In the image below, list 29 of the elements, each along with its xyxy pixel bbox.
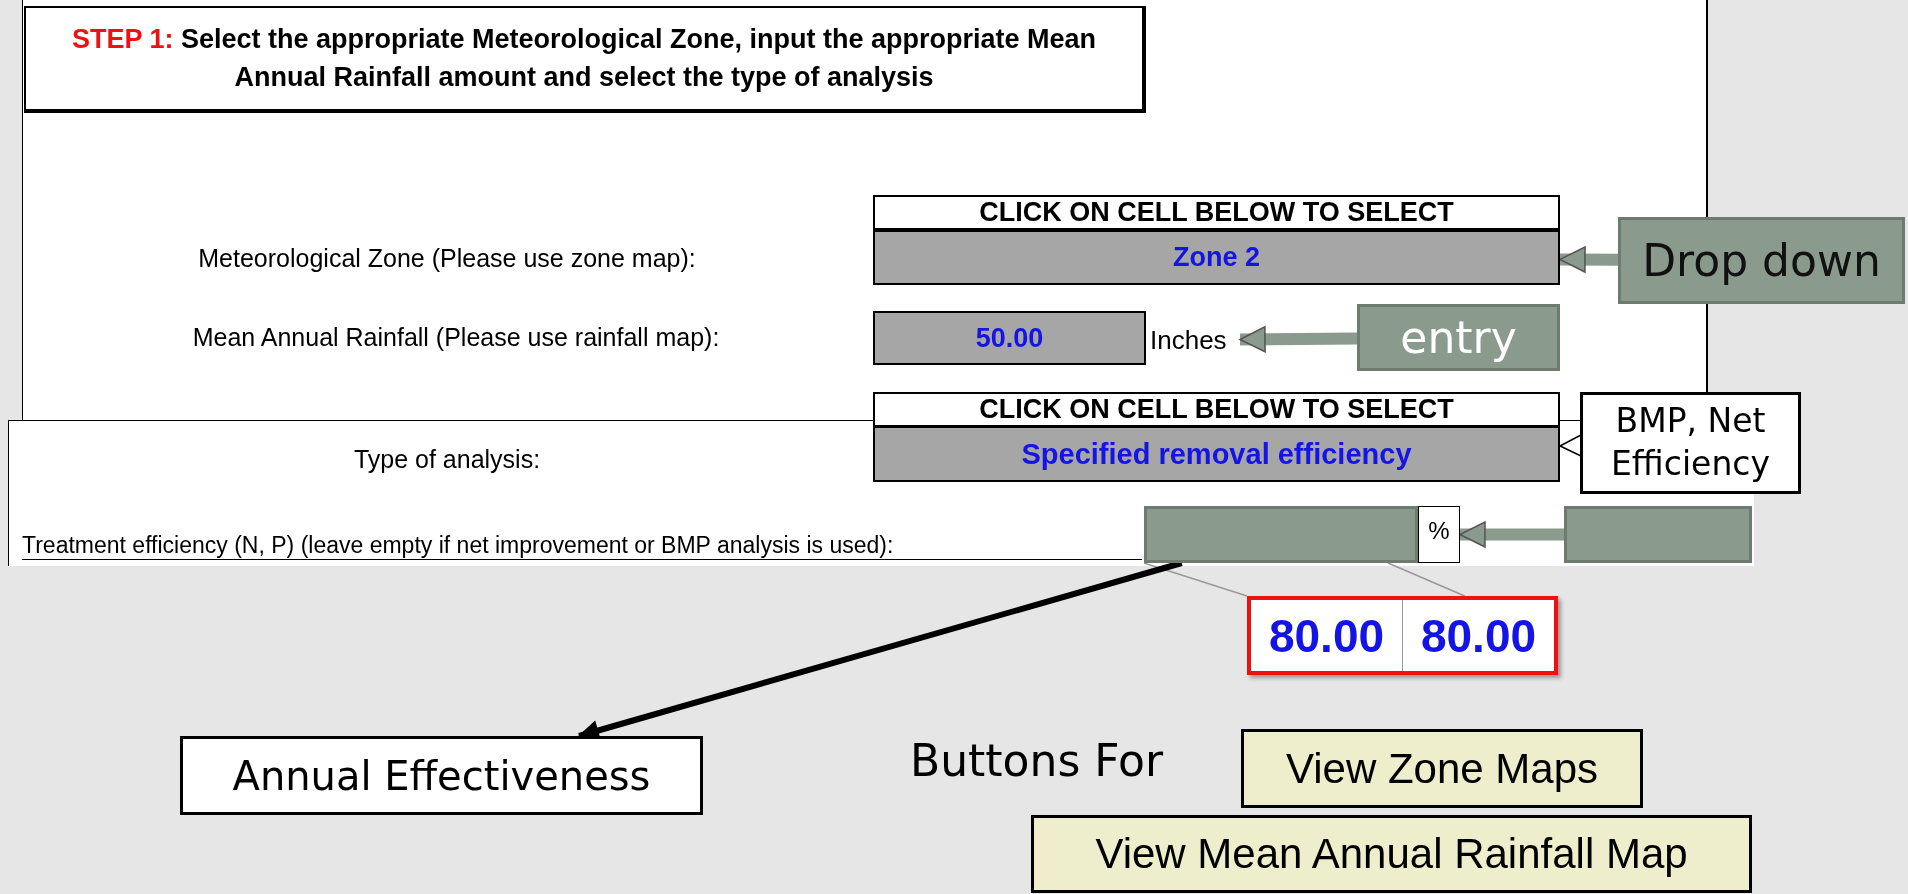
field-label: Mean Annual Rainfall (Please use rainfall map): <box>191 323 721 352</box>
dropdown-cell: Specified removal efficiency <box>873 426 1560 482</box>
callout-box: entry <box>1357 304 1560 371</box>
field-label: Meteorological Zone (Please use zone map): <box>197 244 697 273</box>
column-header: CLICK ON CELL BELOW TO SELECT <box>873 195 1560 230</box>
view-button: View Zone Maps <box>1241 729 1643 808</box>
field-label: Type of analysis: <box>352 445 542 474</box>
unit-text: Inches <box>1150 318 1240 362</box>
callout-box: Annual Effectiveness <box>180 736 703 815</box>
value-table <box>1247 596 1558 675</box>
unit-cell: % <box>1418 506 1460 563</box>
instruction-text: STEP 1: Select the appropriate Meteorological Zone, input the appropriate Mean Annual Rainfall amount and select the type of analysis <box>70 22 1098 94</box>
field-label: Treatment efficiency (N, P) (leave empty if net improvement or BMP analysis is used): <box>22 532 1142 560</box>
input-cell <box>1144 506 1418 563</box>
callout-box: Drop down <box>1618 217 1905 304</box>
column-header: CLICK ON CELL BELOW TO SELECT <box>873 392 1560 427</box>
value-text: 80.00 <box>1402 600 1554 671</box>
arrow <box>1239 326 1358 353</box>
arrow <box>1559 246 1619 273</box>
callout-box: BMP, Net Efficiency <box>1580 392 1801 494</box>
value-text: 80.00 <box>1267 608 1386 664</box>
caption-text: Buttons For <box>910 735 1165 786</box>
arrow <box>1459 521 1564 548</box>
input-cell: 50.00 <box>873 311 1146 365</box>
view-button: View Mean Annual Rainfall Map <box>1031 815 1752 893</box>
zoom-line <box>1143 562 1466 597</box>
callout-box <box>1564 506 1752 563</box>
instruction-box <box>24 6 1146 113</box>
dropdown-cell: Zone 2 <box>873 230 1560 285</box>
